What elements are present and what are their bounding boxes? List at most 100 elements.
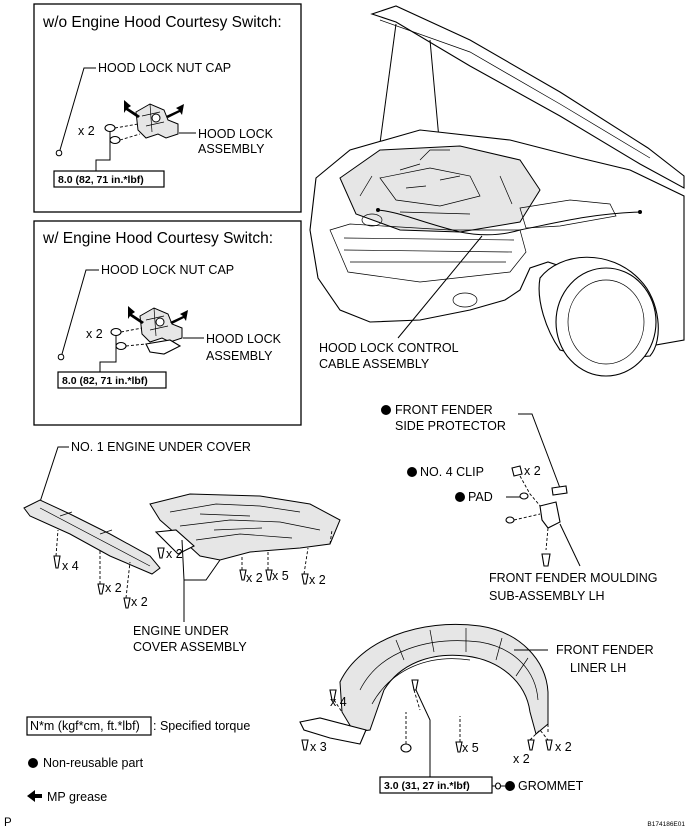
non-reusable-legend-icon bbox=[28, 758, 38, 768]
panel-frame bbox=[33, 220, 302, 426]
liner-count: x 3 bbox=[310, 740, 327, 754]
torque-leader bbox=[95, 131, 111, 172]
pad-icon bbox=[519, 492, 529, 500]
panel-title: w/ Engine Hood Courtesy Switch: bbox=[42, 230, 273, 247]
under-cover-count: x 2 bbox=[246, 571, 263, 585]
hood-lock-label-line1: HOOD LOCK bbox=[198, 127, 274, 141]
liner-count: x 4 bbox=[330, 695, 347, 709]
footer-figure-id: B174186E01 bbox=[647, 821, 685, 828]
torque-value: 8.0 (82, 71 in.*lbf) bbox=[62, 375, 148, 387]
hood-support-rod bbox=[377, 23, 397, 159]
liner-label-line2: LINER LH bbox=[570, 661, 626, 675]
front-tire bbox=[555, 267, 657, 377]
hood-lock-label-line2: ASSEMBLY bbox=[198, 142, 265, 156]
moulding-label-line1: FRONT FENDER MOULDING bbox=[489, 571, 658, 585]
grommet-label: GROMMET bbox=[518, 779, 584, 793]
hood-lock-assembly-icon bbox=[104, 103, 179, 145]
side-protector-label-line2: SIDE PROTECTOR bbox=[395, 419, 506, 433]
bolt-count: x 2 bbox=[78, 124, 95, 138]
vehicle-front-open-hood: HOOD LOCK CONTROL CABLE ASSEMBLY bbox=[309, 5, 685, 377]
under-cover-count: x 2 bbox=[105, 581, 122, 595]
engine-bay bbox=[339, 145, 541, 233]
torque-value: 8.0 (82, 71 in.*lbf) bbox=[58, 174, 144, 186]
liner-count: x 2 bbox=[555, 740, 572, 754]
nut-cap-icon bbox=[57, 353, 65, 361]
hood-lock-label-line2: ASSEMBLY bbox=[206, 349, 273, 363]
headlamp bbox=[519, 199, 617, 229]
cable-label-line1: HOOD LOCK CONTROL bbox=[319, 341, 459, 355]
legend: N*m (kgf*cm, ft.*lbf) : Specified torque… bbox=[26, 716, 250, 804]
torque-box bbox=[57, 371, 167, 389]
mp-grease-legend-icon bbox=[27, 790, 42, 802]
fender-liner-lower-piece bbox=[299, 717, 367, 745]
clip-icon bbox=[541, 553, 551, 567]
torque-legend-units: N*m (kgf*cm, ft.*lbf) bbox=[30, 719, 140, 733]
under-cover-assembly-label-line1: ENGINE UNDER bbox=[133, 624, 229, 638]
front-grille bbox=[329, 223, 527, 283]
no1-engine-under-cover bbox=[23, 499, 161, 575]
under-cover-assembly-label-line2: COVER ASSEMBLY bbox=[133, 640, 247, 654]
bolt-count: x 2 bbox=[86, 327, 103, 341]
torque-legend-text: : Specified torque bbox=[153, 719, 250, 733]
nut-cap-label: HOOD LOCK NUT CAP bbox=[98, 61, 231, 75]
non-reusable-mark bbox=[407, 467, 417, 477]
side-protector-label-line1: FRONT FENDER bbox=[395, 403, 493, 417]
nut-cap-icon bbox=[55, 149, 63, 157]
fog-lamp bbox=[452, 292, 478, 308]
non-reusable-mark bbox=[381, 405, 391, 415]
moulding-leader bbox=[559, 523, 581, 567]
non-reusable-mark bbox=[505, 781, 515, 791]
hood-lock-assembly-icon bbox=[110, 307, 183, 355]
clip-icon bbox=[505, 516, 515, 524]
liner-count: x 2 bbox=[513, 752, 530, 766]
non-reusable-mark bbox=[455, 492, 465, 502]
cable-label-line2: CABLE ASSEMBLY bbox=[319, 357, 430, 371]
open-hood-panel bbox=[370, 5, 685, 189]
no1-under-cover-label: NO. 1 ENGINE UNDER COVER bbox=[71, 440, 251, 454]
under-cover-count: x 5 bbox=[272, 569, 289, 583]
under-cover-count: x 2 bbox=[309, 573, 326, 587]
mp-grease-arrow-icon bbox=[128, 306, 188, 324]
under-cover-side-bracket bbox=[154, 529, 195, 555]
side-protector-icon bbox=[551, 485, 568, 496]
torque-box bbox=[53, 170, 165, 188]
front-fender-parts: FRONT FENDER SIDE PROTECTOR NO. 4 CLIP x… bbox=[381, 403, 658, 603]
nut-cap-label: HOOD LOCK NUT CAP bbox=[101, 263, 234, 277]
nut-cap-leader bbox=[59, 67, 96, 151]
headlamp bbox=[361, 213, 383, 227]
hood-lock-control-cable bbox=[377, 209, 641, 236]
torque-legend-box bbox=[26, 716, 152, 736]
panel-title: w/o Engine Hood Courtesy Switch: bbox=[42, 14, 282, 31]
side-protector-leader bbox=[518, 413, 561, 489]
liner-count: x 5 bbox=[462, 741, 479, 755]
nut-cap-leader bbox=[61, 269, 99, 355]
hood-lock-label-line1: HOOD LOCK bbox=[206, 332, 282, 346]
engine-under-covers: NO. 1 ENGINE UNDER COVER x 4 x 2 x 2 x 2… bbox=[23, 440, 341, 654]
mp-grease-legend-text: MP grease bbox=[47, 790, 107, 804]
clip-count: x 2 bbox=[524, 464, 541, 478]
footer-left-code: P bbox=[4, 817, 12, 829]
no1-under-cover-leader bbox=[37, 446, 69, 509]
cable-leader bbox=[397, 235, 483, 339]
panel-with-courtesy-switch: w/ Engine Hood Courtesy Switch: HOOD LOC… bbox=[33, 220, 302, 426]
non-reusable-legend-text: Non-reusable part bbox=[43, 756, 144, 770]
under-cover-count: x 2 bbox=[131, 595, 148, 609]
moulding-label-line2: SUB-ASSEMBLY LH bbox=[489, 589, 605, 603]
pad-label: PAD bbox=[468, 490, 493, 504]
mp-grease-arrow-icon bbox=[124, 100, 184, 118]
panel-frame bbox=[33, 3, 302, 213]
moulding-icon bbox=[539, 501, 561, 529]
front-fender-liner: x 4 x 3 x 5 x 2 x 2 FRONT FENDER LINER L… bbox=[299, 623, 654, 794]
under-cover-count: x 2 bbox=[166, 547, 183, 561]
under-cover-assembly-leader bbox=[181, 539, 221, 581]
torque-box bbox=[379, 776, 493, 794]
torque-value: 3.0 (31, 27 in.*lbf) bbox=[384, 780, 470, 792]
clip-icon bbox=[511, 465, 523, 477]
grommet-icon bbox=[494, 782, 502, 790]
under-cover-count: x 4 bbox=[62, 559, 79, 573]
panel-without-courtesy-switch: w/o Engine Hood Courtesy Switch: HOOD LO… bbox=[33, 3, 302, 213]
liner-label-line1: FRONT FENDER bbox=[556, 643, 654, 657]
torque-leader bbox=[99, 335, 117, 373]
liner-torque-leader bbox=[415, 689, 431, 778]
